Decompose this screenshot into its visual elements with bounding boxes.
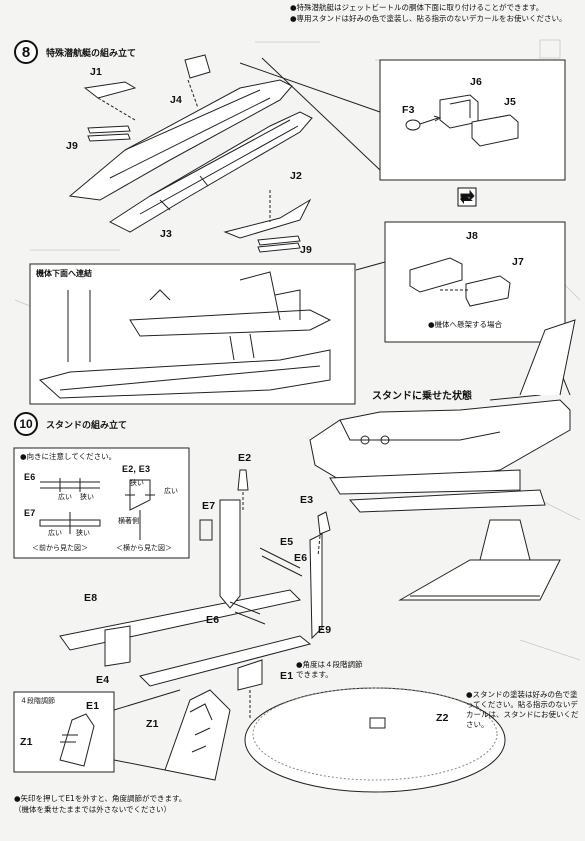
part-label-z1: Z1 xyxy=(146,718,159,730)
part-label-e6-lower: E6 xyxy=(206,614,220,626)
attach-label: 機体下面へ連結 xyxy=(36,269,92,278)
inset-part-label-z1: Z1 xyxy=(20,736,33,748)
part-label-j1: J1 xyxy=(90,66,103,78)
part-label-e8: E8 xyxy=(84,592,98,604)
e7-caption: ＜前から見た図＞ xyxy=(32,544,88,552)
bottom-note-1: ●矢印を押してE1を外すと、角度調節ができます。 xyxy=(14,794,187,803)
part-label-e6-small: E6 xyxy=(24,472,36,482)
e2e3-narrow: 狭い xyxy=(130,479,144,487)
inset-part-label-e1: E1 xyxy=(86,700,100,712)
e7-narrow: 狭い xyxy=(76,529,90,537)
part-label-j3: J3 xyxy=(160,228,173,240)
step-10-title: スタンドの組み立て xyxy=(46,421,128,431)
part-label-j2: J2 xyxy=(290,170,303,182)
e2e3-wide: 広い xyxy=(164,487,178,495)
part-label-j5: J5 xyxy=(504,96,517,108)
angle-adjust-note: ●角度は４段階調節できます。 xyxy=(296,660,363,679)
bottom-note-2: （機体を乗せたままでは外さないでください） xyxy=(14,805,172,814)
part-label-j9-lower: J9 xyxy=(300,244,313,256)
mounted-state-label: スタンドに乗せた状態 xyxy=(372,391,472,402)
step-10-number: 10 xyxy=(14,412,38,436)
part-label-e6: E6 xyxy=(294,552,308,564)
step-8-title: 特殊潜航艇の組み立て xyxy=(46,49,137,59)
part-label-e1: E1 xyxy=(280,670,294,682)
step-8-number: 8 xyxy=(14,40,38,64)
part-label-j4: J4 xyxy=(170,94,183,106)
part-label-e7-small: E7 xyxy=(24,508,36,518)
part-label-e4: E4 xyxy=(96,674,110,686)
part-label-j7: J7 xyxy=(512,256,525,268)
part-label-e2-e3-small: E2, E3 xyxy=(122,464,151,474)
e6-narrow: 狭い xyxy=(80,493,94,501)
e7-wide: 広い xyxy=(48,529,62,537)
stand-paint-note: ●スタンドの塗装は好みの色で塗ってください。貼る指示のないデカールは、スタンドに… xyxy=(466,690,579,729)
part-label-e3: E3 xyxy=(300,494,314,506)
top-note-1: ●特殊潜航艇はジェットビートルの胴体下面に取り付けることができます。 xyxy=(290,3,544,12)
inset-title: ４段階調節 xyxy=(20,697,55,705)
e2e3-caption: ＜横から見た図＞ xyxy=(116,544,172,552)
part-label-e7: E7 xyxy=(202,500,216,512)
e6-wide: 広い xyxy=(58,493,72,501)
top-note-2: ●専用スタンドは好みの色で塗装し、貼る指示のないデカールをお使いください。 xyxy=(290,14,567,23)
part-label-j8: J8 xyxy=(466,230,479,242)
part-label-f3: F3 xyxy=(402,104,415,116)
e2e3-side: 横著側 xyxy=(118,517,139,525)
part-label-e5: E5 xyxy=(280,536,294,548)
part-label-e2: E2 xyxy=(238,452,252,464)
alt-mount-note: ●機体へ懸架する場合 xyxy=(428,320,503,329)
part-label-z2: Z2 xyxy=(436,712,449,724)
part-label-e9: E9 xyxy=(318,624,332,636)
orientation-note: ●向きに注意してください。 xyxy=(20,452,117,461)
part-label-j6: J6 xyxy=(470,76,483,88)
part-label-j9-upper: J9 xyxy=(66,140,79,152)
